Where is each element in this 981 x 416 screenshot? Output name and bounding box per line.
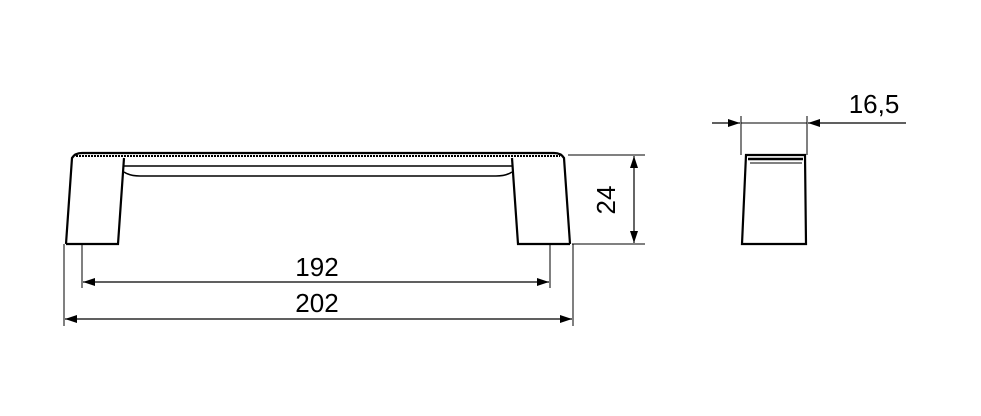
- dimension-label-24: 24: [591, 186, 621, 215]
- front-extension-lines: [63, 154, 645, 326]
- front-view: [64, 151, 572, 246]
- handle-left-leg: [66, 157, 126, 246]
- dimension-label-16-5: 16,5: [849, 89, 900, 119]
- handle-right-leg: [510, 157, 570, 246]
- dimension-16-5: 16,5: [712, 89, 906, 127]
- dimension-label-192: 192: [295, 252, 338, 282]
- dimension-202: 202: [65, 288, 572, 323]
- side-view: [740, 153, 808, 246]
- dimension-label-202: 202: [295, 288, 338, 318]
- dimension-24: 24: [591, 156, 638, 243]
- handle-inner-line-bottom: [123, 171, 513, 177]
- handle-top-bar: [64, 151, 572, 245]
- side-extension-lines: [740, 116, 808, 155]
- dimension-192: 192: [83, 252, 549, 286]
- side-profile: [740, 153, 808, 246]
